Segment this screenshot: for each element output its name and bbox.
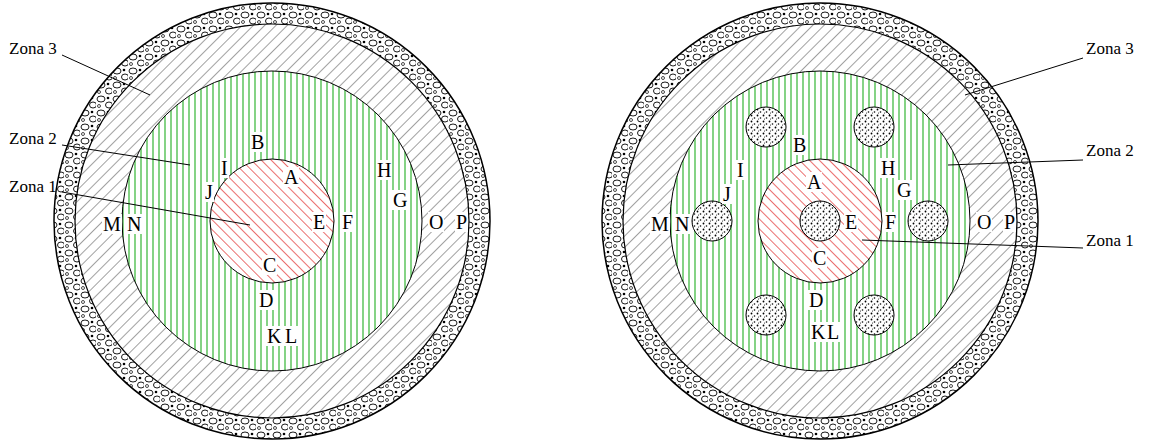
point-letter: A	[806, 172, 822, 192]
point-letter: C	[812, 248, 827, 268]
zone-label: Zona 2	[8, 130, 58, 147]
leader-lines	[62, 55, 1083, 248]
point-letter: N	[126, 214, 142, 234]
left-well-section	[54, 3, 490, 439]
zone-label: Zona 1	[1085, 232, 1135, 249]
point-letter: G	[896, 180, 912, 200]
point-letter: F	[341, 212, 354, 232]
point-letter: B	[250, 132, 265, 152]
zone-label: Zona 3	[8, 40, 58, 57]
point-letter: E	[312, 212, 326, 232]
zone-label: Zona 2	[1085, 142, 1135, 159]
zone-label: Zona 1	[8, 178, 58, 195]
point-letter: G	[392, 190, 408, 210]
point-letter: L	[826, 322, 840, 342]
point-letter: C	[262, 255, 277, 275]
point-letter: M	[102, 214, 122, 234]
point-letter: P	[455, 212, 468, 232]
point-letter: L	[284, 326, 298, 346]
point-letter: K	[810, 322, 826, 342]
point-letter: J	[722, 184, 732, 204]
point-letter: N	[674, 214, 690, 234]
point-letter: F	[884, 212, 897, 232]
point-letter: I	[736, 160, 745, 180]
point-letter: J	[204, 182, 214, 202]
point-letter: D	[258, 290, 274, 310]
point-letter: D	[808, 290, 824, 310]
point-letter: A	[283, 167, 299, 187]
point-letter: I	[220, 158, 229, 178]
point-letter: E	[844, 212, 858, 232]
right-well-section	[602, 3, 1038, 439]
point-letter: O	[428, 212, 444, 232]
point-letter: H	[880, 158, 896, 178]
zone-label: Zona 3	[1085, 40, 1135, 57]
point-letter: K	[266, 326, 282, 346]
point-letter: O	[976, 212, 992, 232]
point-letter: H	[376, 160, 392, 180]
point-letter: B	[792, 135, 807, 155]
gravel-columns	[692, 107, 948, 335]
point-letter: P	[1003, 212, 1016, 232]
point-letter: M	[650, 214, 670, 234]
